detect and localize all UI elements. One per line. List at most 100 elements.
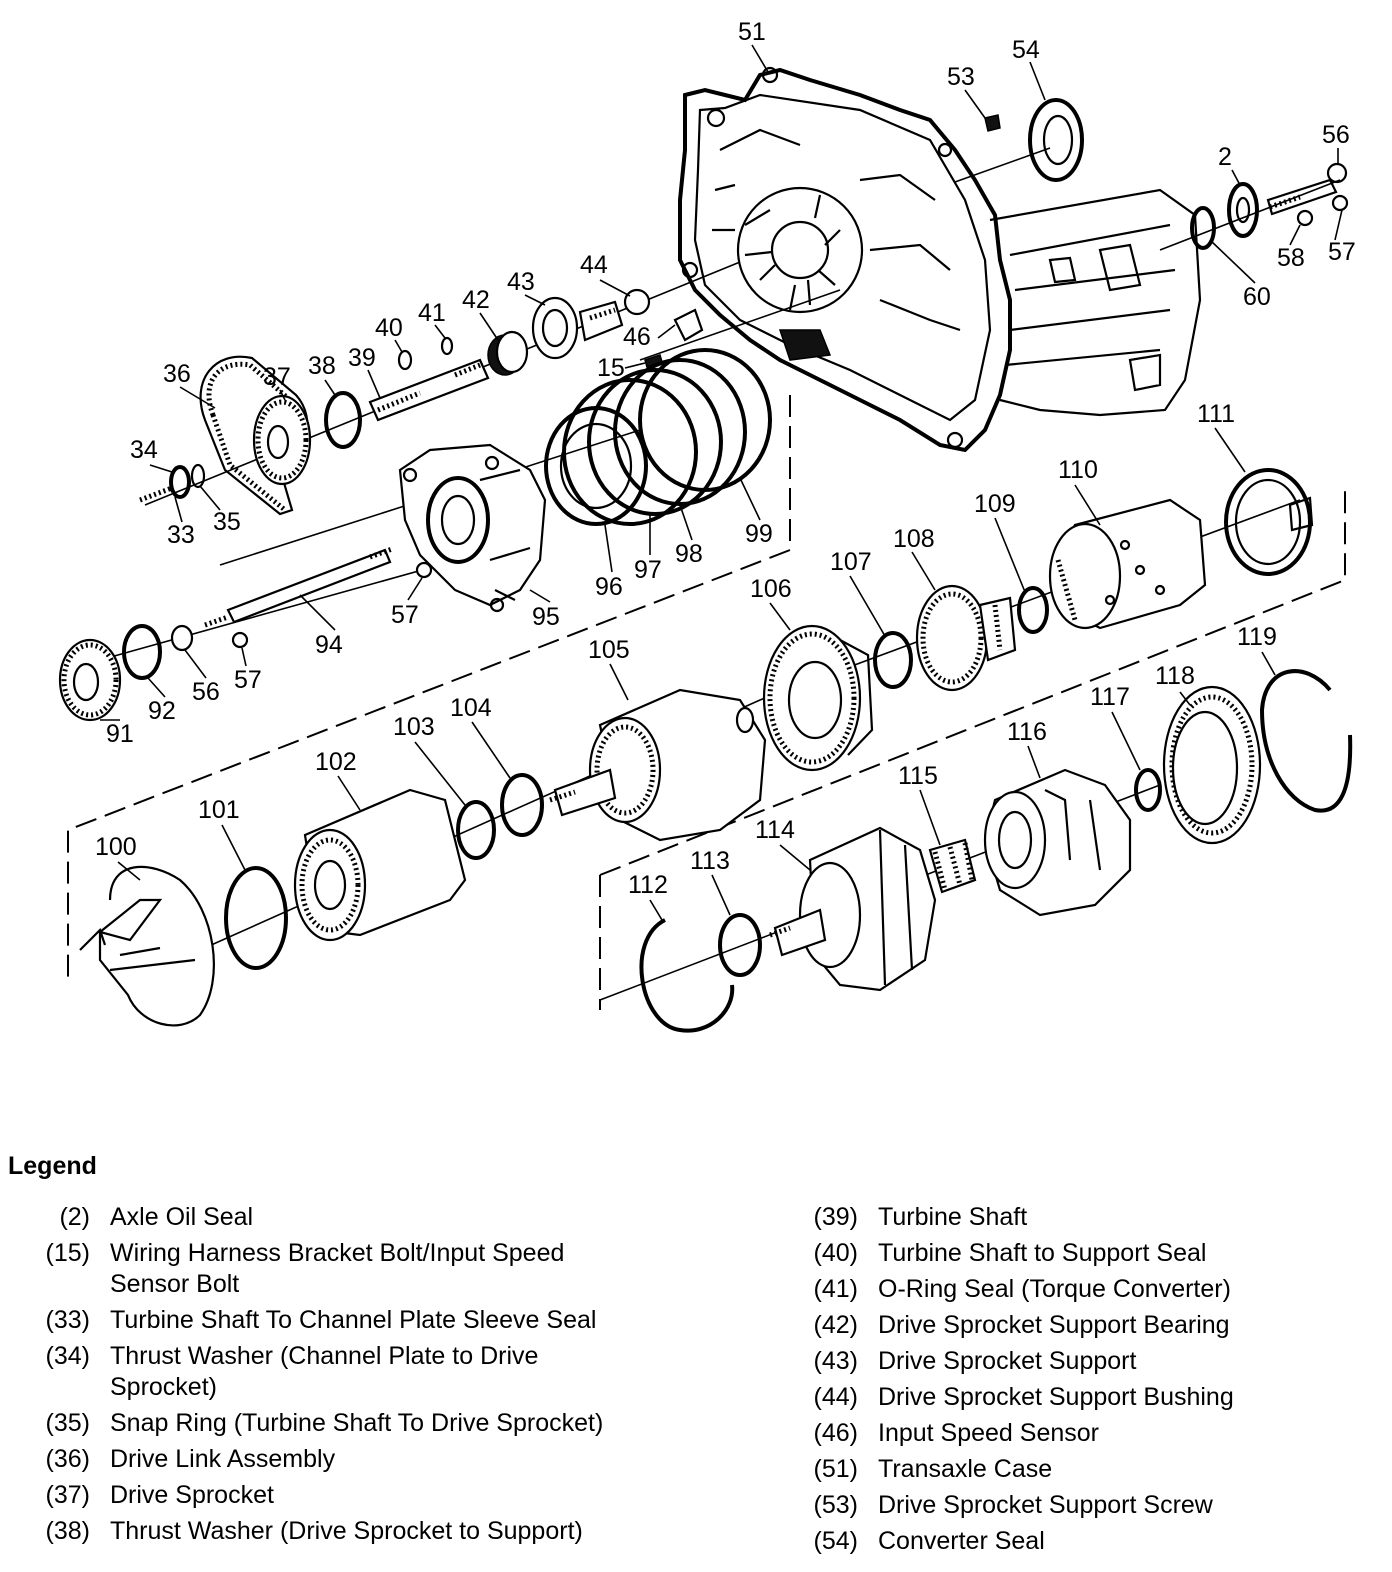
callout-106: 106 bbox=[750, 575, 792, 603]
legend-item-description: Input Speed Sensor bbox=[878, 1419, 1099, 1447]
legend-title: Legend bbox=[8, 1152, 97, 1180]
callout-94: 94 bbox=[315, 631, 343, 659]
band-111-drawing bbox=[1224, 468, 1314, 576]
callout-105: 105 bbox=[588, 636, 630, 664]
legend-item-description: Drive Sprocket Support Bearing bbox=[878, 1311, 1230, 1339]
callout-107: 107 bbox=[830, 548, 872, 576]
callout-99: 99 bbox=[745, 520, 773, 548]
callout-117: 117 bbox=[1090, 683, 1130, 711]
legend-item-number: (39) bbox=[813, 1203, 858, 1231]
callout-109: 109 bbox=[974, 490, 1016, 518]
drive-sprocket-support-drawing bbox=[531, 296, 624, 360]
callout-103: 103 bbox=[393, 713, 435, 741]
legend-item-number: (44) bbox=[813, 1383, 858, 1411]
bushing-44-drawing bbox=[623, 288, 651, 316]
legend-item-number: (2) bbox=[59, 1203, 90, 1231]
legend-item: (42)Drive Sprocket Support Bearing bbox=[800, 1310, 1360, 1341]
leader-lines bbox=[100, 44, 1343, 921]
support-screw-drawing bbox=[984, 114, 1001, 132]
legend-item: (15) Wiring Harness Bracket Bolt/Input Sp… bbox=[0, 1238, 780, 1300]
callout-58: 58 bbox=[1277, 244, 1305, 272]
callout-46: 46 bbox=[623, 323, 651, 351]
assembly-108-drawing bbox=[915, 584, 1017, 692]
callout-15: 15 bbox=[597, 354, 625, 382]
legend-item-description: Thrust Washer (Channel Plate to Drive Sp… bbox=[110, 1342, 539, 1401]
callout-36: 36 bbox=[163, 360, 191, 388]
shaft-94-drawing bbox=[58, 546, 433, 722]
assembly-106-drawing bbox=[762, 624, 874, 772]
legend-item-number: (33) bbox=[45, 1306, 90, 1334]
ring-109-drawing bbox=[1017, 586, 1049, 634]
input-speed-sensor-drawing bbox=[673, 308, 704, 342]
callout-98: 98 bbox=[675, 540, 703, 568]
legend-item-description: Drive Sprocket Support Bushing bbox=[878, 1383, 1234, 1411]
drum-102-drawing bbox=[293, 788, 467, 942]
carrier-116-drawing bbox=[983, 768, 1132, 917]
callout-56b: 56 bbox=[192, 678, 220, 706]
legend-item-number: (15) bbox=[45, 1239, 90, 1267]
callout-101: 101 bbox=[198, 796, 240, 824]
legend-item: (2) Axle Oil Seal bbox=[0, 1202, 780, 1233]
small-parts-33-35-drawing bbox=[139, 463, 206, 503]
thrust-washer-38-drawing bbox=[324, 391, 362, 449]
ring-101-drawing bbox=[224, 866, 288, 970]
legend-item-description: Transaxle Case bbox=[878, 1455, 1053, 1483]
legend-item-number: (51) bbox=[813, 1455, 858, 1483]
legend-item-description: Drive Link Assembly bbox=[110, 1445, 336, 1473]
legend-item-number: (34) bbox=[45, 1342, 90, 1370]
legend-item-number: (41) bbox=[813, 1275, 858, 1303]
legend-item-description: Drive Sprocket bbox=[110, 1481, 274, 1509]
legend-item-number: (53) bbox=[813, 1491, 858, 1519]
callout-39: 39 bbox=[348, 344, 376, 372]
legend-item: (38)Thrust Washer (Drive Sprocket to Sup… bbox=[0, 1516, 780, 1547]
callout-53: 53 bbox=[947, 63, 975, 91]
callout-51: 51 bbox=[738, 18, 766, 46]
housing-95-drawing bbox=[398, 443, 547, 613]
callout-44: 44 bbox=[580, 251, 608, 279]
legend-item: (44) Drive Sprocket Support Bushing bbox=[800, 1382, 1360, 1413]
callout-95: 95 bbox=[532, 603, 560, 631]
turbine-shaft-drawing bbox=[368, 358, 490, 422]
legend-item-number: (46) bbox=[813, 1419, 858, 1447]
legend-item: (40)Turbine Shaft to Support Seal bbox=[800, 1238, 1360, 1269]
legend-item: (33) Turbine Shaft To Channel Plate Sleev… bbox=[0, 1305, 780, 1336]
group-outline-middle bbox=[67, 395, 1346, 1010]
callout-118: 118 bbox=[1155, 662, 1195, 690]
washer-113-drawing bbox=[718, 913, 762, 977]
callout-43: 43 bbox=[507, 268, 535, 296]
callout-34: 34 bbox=[130, 436, 158, 464]
legend-item-description: Drive Sprocket Support Screw bbox=[878, 1491, 1213, 1519]
callout-114: 114 bbox=[755, 816, 795, 844]
callout-60: 60 bbox=[1243, 283, 1271, 311]
legend-item-description: Turbine Shaft To Channel Plate Sleeve Se… bbox=[110, 1306, 597, 1334]
legend-item: (34) Thrust Washer (Channel Plate to Driv… bbox=[0, 1341, 780, 1403]
callout-labels: 51 54 53 56 2 57 58 60 44 43 42 41 40 46… bbox=[95, 18, 1356, 899]
legend-item: (41)O-Ring Seal (Torque Converter) bbox=[800, 1274, 1360, 1305]
legend-item: (37)Drive Sprocket bbox=[0, 1480, 780, 1511]
legend-item-number: (40) bbox=[813, 1239, 858, 1267]
callout-104: 104 bbox=[450, 694, 492, 722]
callout-38: 38 bbox=[308, 352, 336, 380]
legend-item-description: Wiring Harness Bracket Bolt/Input Speed … bbox=[110, 1239, 565, 1298]
callout-113: 113 bbox=[690, 847, 730, 875]
callout-102: 102 bbox=[315, 748, 357, 776]
legend-item: (51) Transaxle Case bbox=[800, 1454, 1360, 1485]
callout-96: 96 bbox=[595, 573, 623, 601]
support-bearing-drawing bbox=[487, 330, 529, 376]
ring-gear-118-drawing bbox=[1162, 685, 1262, 845]
legend-item: (36) Drive Link Assembly bbox=[0, 1444, 780, 1475]
callout-33: 33 bbox=[167, 521, 195, 549]
legend-item-description: Axle Oil Seal bbox=[110, 1203, 254, 1231]
callout-116: 116 bbox=[1007, 718, 1047, 746]
legend-item-number: (36) bbox=[45, 1445, 90, 1473]
callout-111: 111 bbox=[1197, 400, 1235, 428]
legend-item: (54)Converter Seal bbox=[800, 1526, 1360, 1557]
callout-40: 40 bbox=[375, 314, 403, 342]
washer-104-drawing bbox=[500, 773, 544, 837]
legend-item-number: (35) bbox=[45, 1409, 90, 1437]
washer-103-drawing bbox=[456, 800, 496, 860]
legend-item-description: Converter Seal bbox=[878, 1527, 1045, 1555]
callout-35: 35 bbox=[213, 508, 241, 536]
callout-57b: 57 bbox=[391, 601, 419, 629]
transaxle-case-drawing bbox=[678, 66, 1202, 453]
